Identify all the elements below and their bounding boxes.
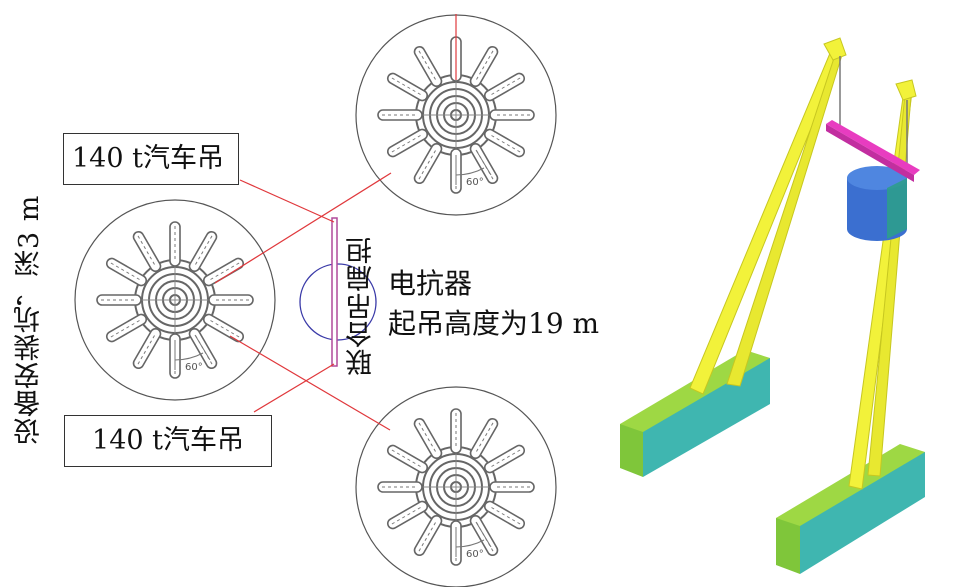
reactor-plan-left [75, 200, 275, 400]
lift-beam-label: 联合吊扁担 [346, 236, 377, 376]
reactor-lift-height: 起吊高度为19 m [388, 307, 600, 340]
crane-label-bottom: 140 t汽车吊 [64, 415, 272, 467]
reactor-footprint [299, 263, 377, 341]
crane-3d-model [620, 37, 925, 574]
reactor-title: 电抗器 [388, 267, 473, 300]
crane-label-top: 140 t汽车吊 [63, 133, 239, 185]
reactor-plan-bottom [356, 387, 556, 587]
lift-beam-plan [331, 217, 338, 367]
leader-lines [214, 172, 392, 431]
pit-label: 设备安装坑，深3 m [14, 194, 45, 445]
